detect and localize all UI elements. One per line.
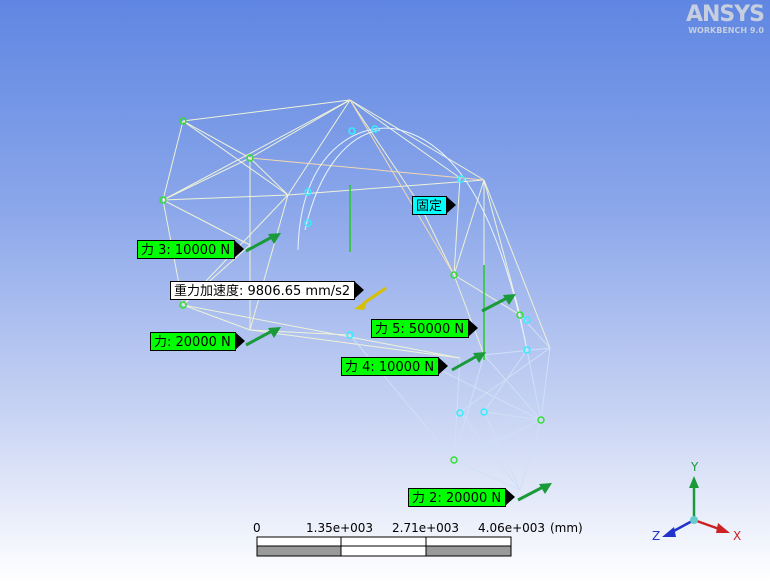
scale-tick-1: 1.35e+003 <box>306 521 374 535</box>
node[interactable] <box>450 456 458 464</box>
force1-arrow[interactable] <box>245 327 281 347</box>
fixed-support-text: 固定 <box>416 199 443 214</box>
node[interactable] <box>371 125 379 133</box>
axis-triad[interactable] <box>662 476 730 537</box>
axis-z-label: Z <box>652 529 661 543</box>
axis-y-label: Y <box>691 460 699 474</box>
node[interactable] <box>179 301 187 309</box>
lower-truss-members <box>349 314 551 491</box>
node[interactable] <box>346 331 354 339</box>
force3-label[interactable]: 力 3: 10000 N <box>137 240 245 259</box>
node[interactable] <box>450 271 458 279</box>
force4-label[interactable]: 力 4: 10000 N <box>341 357 449 376</box>
force2-label[interactable]: 力 2: 20000 N <box>408 488 516 507</box>
scale-unit: (mm) <box>550 521 583 535</box>
node[interactable] <box>348 127 356 135</box>
ansys-logo: ANSYS WORKBENCH 9.0 <box>685 2 765 36</box>
force3-arrow[interactable] <box>245 233 281 253</box>
node[interactable] <box>537 416 545 424</box>
force2-text: 力 2: 20000 N <box>412 491 502 506</box>
force-arrows <box>245 233 552 502</box>
node[interactable] <box>523 346 531 354</box>
logo-product: WORKBENCH 9.0 <box>688 26 764 35</box>
gravity-arrow[interactable] <box>354 286 387 310</box>
node[interactable] <box>523 316 531 324</box>
scale-tick-3: 4.06e+003 <box>478 521 546 535</box>
node[interactable] <box>480 408 488 416</box>
node[interactable] <box>456 409 464 417</box>
force4-arrow[interactable] <box>451 352 486 372</box>
gravity-text: 重力加速度: 9806.65 mm/s2 <box>174 284 351 299</box>
arch-curve-inner <box>304 129 381 231</box>
arch-curve <box>297 127 528 351</box>
node[interactable] <box>304 188 312 196</box>
node[interactable] <box>304 219 312 227</box>
force1-label[interactable]: 力: 20000 N <box>150 332 245 351</box>
node[interactable] <box>159 196 167 204</box>
force5-label[interactable]: 力 5: 50000 N <box>371 319 479 338</box>
node[interactable] <box>457 175 465 183</box>
scale-bar <box>256 536 512 557</box>
scale-tick-2: 2.71e+003 <box>392 521 460 535</box>
force2-arrow[interactable] <box>517 483 552 502</box>
logo-brand: ANSYS <box>685 2 765 27</box>
force4-text: 力 4: 10000 N <box>345 360 435 375</box>
force5-text: 力 5: 50000 N <box>375 322 465 337</box>
gravity-label[interactable]: 重力加速度: 9806.65 mm/s2 <box>170 281 365 300</box>
scale-tick-0: 0 <box>253 521 261 535</box>
node[interactable] <box>179 117 187 125</box>
axis-x-label: X <box>733 529 742 543</box>
force5-arrow[interactable] <box>481 294 516 313</box>
force3-text: 力 3: 10000 N <box>141 243 231 258</box>
node[interactable] <box>516 311 524 319</box>
force1-text: 力: 20000 N <box>154 335 231 350</box>
nodes <box>159 117 545 464</box>
fixed-support-label[interactable]: 固定 <box>412 196 457 215</box>
diagonal-members <box>249 99 485 276</box>
node[interactable] <box>246 154 254 162</box>
